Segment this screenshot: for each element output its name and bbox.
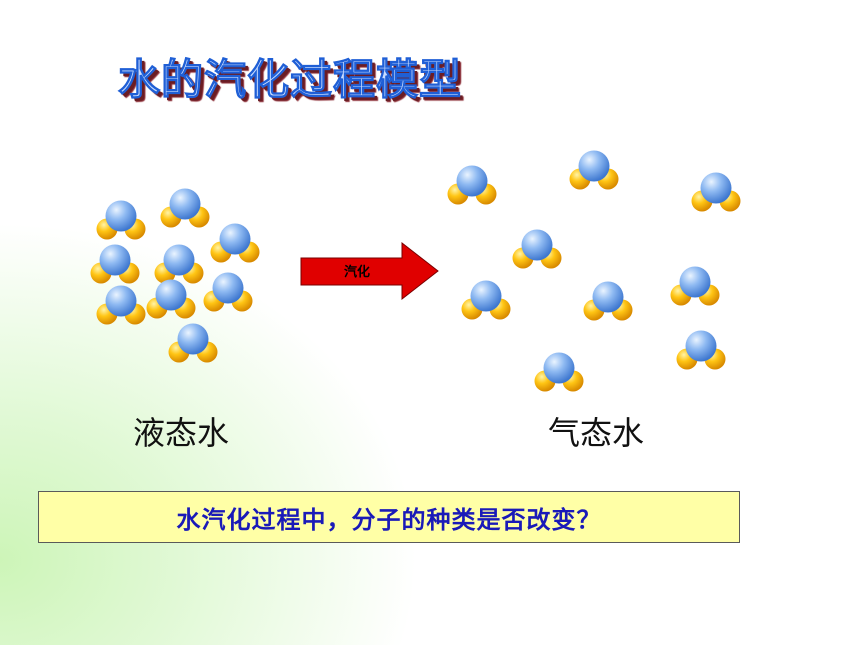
water-molecule bbox=[90, 244, 140, 284]
oxygen-atom bbox=[219, 223, 251, 255]
water-molecule bbox=[691, 172, 741, 212]
oxygen-atom bbox=[155, 279, 187, 311]
water-molecule bbox=[210, 223, 260, 263]
gas-water-label: 气态水 bbox=[548, 414, 645, 452]
water-molecule bbox=[534, 352, 584, 392]
oxygen-atom bbox=[163, 244, 195, 276]
oxygen-atom bbox=[456, 165, 488, 197]
gas-water-molecules bbox=[447, 150, 741, 392]
oxygen-atom bbox=[685, 330, 717, 362]
question-box: 水汽化过程中，分子的种类是否改变？ bbox=[38, 491, 740, 543]
oxygen-atom bbox=[700, 172, 732, 204]
question-text: 水汽化过程中，分子的种类是否改变？ bbox=[176, 505, 602, 534]
oxygen-atom bbox=[592, 281, 624, 313]
water-molecule bbox=[447, 165, 497, 205]
slide-title: 水的汽化过程模型 bbox=[117, 55, 463, 105]
oxygen-atom bbox=[470, 280, 502, 312]
water-molecule bbox=[670, 266, 720, 306]
vaporization-arrow: 汽化 bbox=[300, 241, 439, 301]
oxygen-atom bbox=[99, 244, 131, 276]
oxygen-atom bbox=[212, 272, 244, 304]
oxygen-atom bbox=[521, 229, 553, 261]
oxygen-atom bbox=[105, 200, 137, 232]
water-molecule bbox=[512, 229, 562, 269]
water-molecule bbox=[583, 281, 633, 321]
water-molecule bbox=[569, 150, 619, 190]
oxygen-atom bbox=[105, 285, 137, 317]
liquid-water-molecules bbox=[90, 188, 260, 363]
water-molecule bbox=[160, 188, 210, 228]
water-molecule bbox=[203, 272, 253, 312]
water-molecule bbox=[96, 200, 146, 240]
water-molecule bbox=[461, 280, 511, 320]
water-molecule bbox=[168, 323, 218, 363]
arrow-label: 汽化 bbox=[344, 264, 370, 280]
oxygen-atom bbox=[578, 150, 610, 182]
oxygen-atom bbox=[177, 323, 209, 355]
water-molecule bbox=[96, 285, 146, 325]
oxygen-atom bbox=[679, 266, 711, 298]
liquid-water-label: 液态水 bbox=[133, 414, 230, 452]
water-molecule bbox=[676, 330, 726, 370]
oxygen-atom bbox=[169, 188, 201, 220]
water-molecule bbox=[146, 279, 196, 319]
water-molecule bbox=[154, 244, 204, 284]
oxygen-atom bbox=[543, 352, 575, 384]
